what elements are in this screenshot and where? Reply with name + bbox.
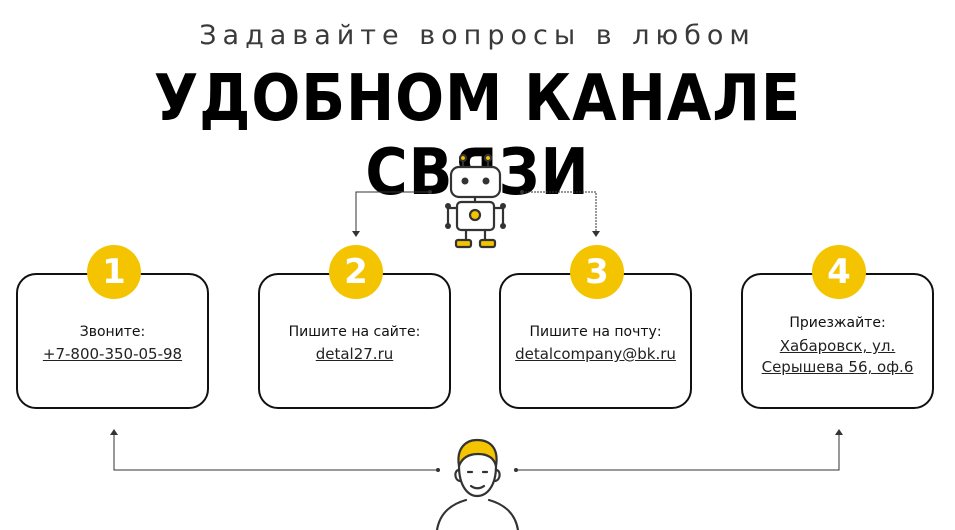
page-title: УДОБНОМ КАНАЛЕ СВЯЗИ	[153, 62, 802, 210]
card-label: Пишите на сайте:	[288, 324, 421, 340]
step-badge-1: 1	[87, 245, 141, 299]
address-link[interactable]: Хабаровск, ул. Серышева 56, оф.6	[743, 336, 932, 378]
header-subtitle: Задавайте вопросы в любом	[199, 20, 756, 51]
step-badge-2: 2	[329, 245, 383, 299]
step-badge-3: 3	[570, 245, 624, 299]
card-label: Пишите на почту:	[529, 324, 662, 340]
email-link[interactable]: detalcompany@bk.ru	[515, 345, 676, 363]
contact-card-email: Пишите на почту: detalcompany@bk.ru	[499, 273, 692, 409]
phone-link[interactable]: +7-800-350-05-98	[42, 345, 183, 363]
website-link[interactable]: detal27.ru	[315, 345, 394, 363]
address-line-2[interactable]: Серышева 56, оф.6	[761, 358, 914, 376]
robot-icon	[445, 153, 506, 249]
person-icon	[435, 438, 520, 530]
card-label: Звоните:	[79, 324, 146, 340]
card-label: Приезжайте:	[789, 315, 886, 331]
address-line-1[interactable]: Хабаровск, ул.	[779, 337, 896, 355]
step-badge-4: 4	[812, 245, 866, 299]
